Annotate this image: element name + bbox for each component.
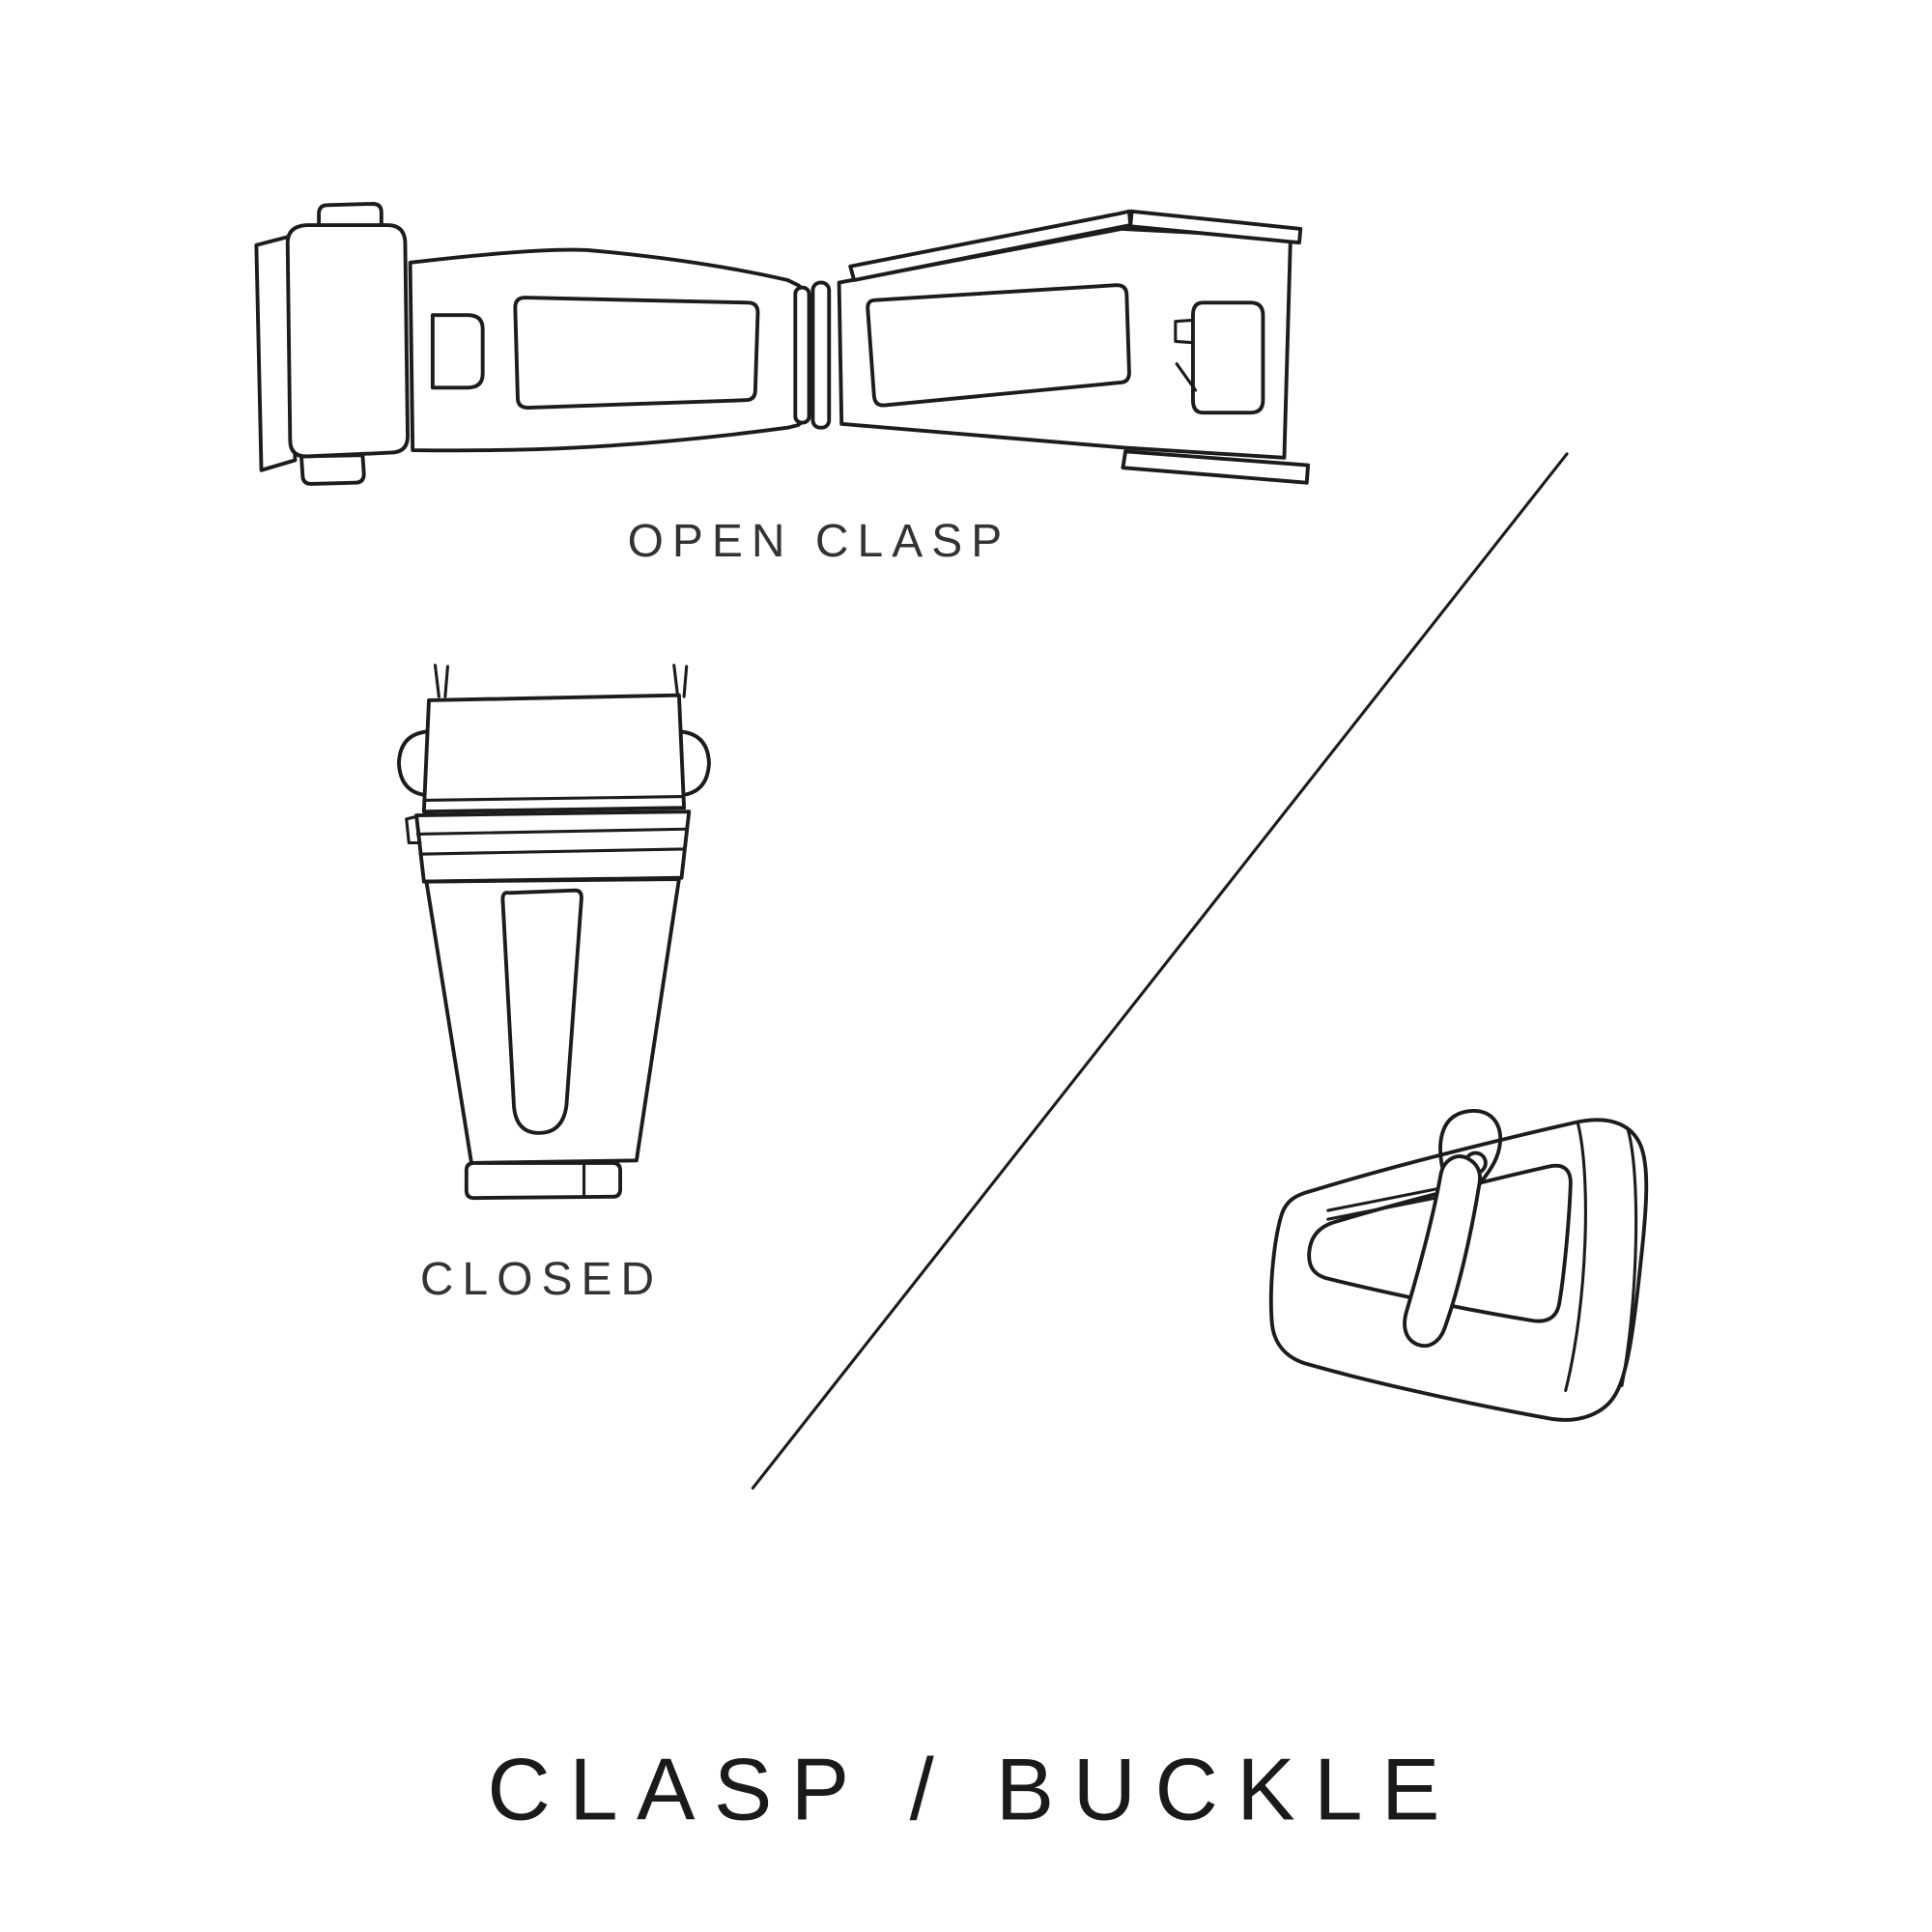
open-clasp-left-blade-hole — [430, 313, 485, 390]
closed-clasp-cover — [421, 693, 687, 814]
open-clasp-right-end-hook-line — [1175, 362, 1198, 392]
closed-clasp-cover-edge-line — [423, 795, 685, 803]
tang-buckle-illustration — [1268, 1108, 1649, 1422]
buckle-right-bar-outer-contour — [1620, 1128, 1638, 1387]
closed-clasp-pusher-right — [678, 729, 711, 798]
open-clasp-right-end-hook — [1174, 318, 1195, 345]
closed-clasp-band — [414, 810, 692, 884]
closed-clasp-label: CLOSED — [420, 1254, 663, 1305]
buckle-right-bar-inner-contour — [1564, 1122, 1587, 1393]
closed-clasp-body-panel — [500, 888, 583, 1135]
buckle-tang — [1403, 1154, 1482, 1349]
closed-clasp-band-line-2 — [418, 847, 686, 856]
buckle-tang-coil — [1438, 1108, 1503, 1190]
open-clasp-label: OPEN CLASP — [628, 516, 1011, 567]
open-clasp-right-end-strip-top — [1128, 209, 1303, 245]
open-clasp-left-end-plate — [254, 234, 298, 472]
open-clasp-hinge-bar-left — [793, 285, 811, 425]
open-clasp-right-end-strip-bottom — [1121, 449, 1310, 485]
open-clasp-right-end-slot — [1191, 300, 1265, 415]
open-clasp-hinge-bar-right — [810, 280, 832, 430]
open-clasp-left-end-block — [285, 223, 410, 459]
open-clasp-right-blade-panel — [866, 283, 1131, 408]
open-clasp-left-end-tab-bottom — [299, 453, 366, 486]
closed-clasp-prong-left — [433, 664, 449, 698]
closed-clasp-body — [424, 877, 681, 1165]
open-clasp-left-blade-panel — [513, 296, 760, 410]
closed-clasp-band-notch — [405, 814, 422, 845]
closed-clasp-illustration — [397, 664, 711, 1201]
closed-clasp-pusher-left — [397, 729, 430, 798]
closed-clasp-band-line-1 — [415, 827, 689, 836]
open-clasp-left-end-tab-top — [317, 202, 384, 230]
closed-clasp-foot — [464, 1160, 623, 1201]
page-title: CLASP / BUCKLE — [487, 1741, 1458, 1838]
divider-line — [751, 452, 1569, 1491]
open-clasp-illustration — [254, 202, 1310, 486]
closed-clasp-prong-right — [672, 664, 689, 698]
